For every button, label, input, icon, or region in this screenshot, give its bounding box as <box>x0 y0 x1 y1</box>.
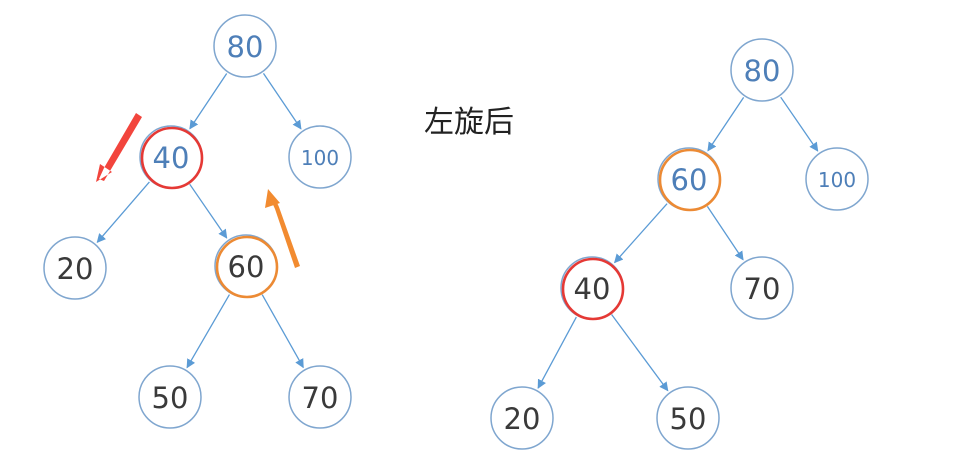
node-circle <box>288 125 352 189</box>
before-rotation-edge-80-100 <box>262 72 302 130</box>
after-rotation-node-20: 20 <box>490 386 554 450</box>
after-rotation-node-50: 50 <box>656 386 720 450</box>
before-rotation-edge-80-40 <box>189 73 228 130</box>
node-circle <box>656 386 720 450</box>
node-highlight-red <box>140 126 204 190</box>
node-label: 40 <box>153 141 190 175</box>
node-label: 80 <box>227 30 264 64</box>
node-circle <box>805 147 869 211</box>
after-rotation-node-70: 70 <box>730 256 794 320</box>
node-circle <box>138 365 202 429</box>
after-rotation-edge-40-50 <box>611 314 669 392</box>
after-rotation-edge-80-60 <box>707 97 745 152</box>
node-label: 50 <box>152 381 189 415</box>
node-highlight-orange <box>215 235 279 299</box>
orange-arrow <box>265 189 300 268</box>
node-label: 40 <box>574 272 611 306</box>
after-rotation-node-80: 80 <box>730 38 794 102</box>
node-label: 80 <box>744 54 781 88</box>
node-circle <box>288 365 352 429</box>
node-label: 70 <box>744 272 781 306</box>
node-label: 20 <box>504 402 541 436</box>
node-label: 50 <box>670 402 707 436</box>
before-rotation-edge-40-20 <box>96 181 150 243</box>
node-circle <box>490 386 554 450</box>
after-rotation-edge-40-20 <box>537 316 577 389</box>
node-highlight-red <box>561 257 625 321</box>
before-rotation-node-80: 80 <box>213 14 277 78</box>
after-rotation-node-60: 60 <box>657 147 722 212</box>
node-circle <box>213 14 277 78</box>
after-rotation-node-40: 40 <box>560 256 625 321</box>
before-rotation-node-50: 50 <box>138 365 202 429</box>
before-rotation-node-40: 40 <box>139 125 204 190</box>
node-label: 70 <box>302 381 339 415</box>
node-label: 100 <box>301 146 339 170</box>
red-arrow <box>96 113 142 182</box>
before-rotation-edge-40-60 <box>189 183 228 239</box>
before-rotation-edge-60-50 <box>186 294 231 369</box>
node-label: 20 <box>57 252 94 286</box>
node-label: 100 <box>818 168 856 192</box>
before-rotation-node-100: 100 <box>288 125 352 189</box>
before-rotation-node-20: 20 <box>43 236 107 300</box>
node-highlight-orange <box>658 148 722 212</box>
after-rotation-node-100: 100 <box>805 147 869 211</box>
before-rotation-node-60: 60 <box>214 234 279 299</box>
node-circle <box>730 38 794 102</box>
node-label: 60 <box>671 163 708 197</box>
node-circle <box>43 236 107 300</box>
after-rotation-edge-60-40 <box>613 203 668 264</box>
node-circle <box>730 256 794 320</box>
after-rotation-edge-80-100 <box>780 96 819 152</box>
node-label: 60 <box>228 250 265 284</box>
before-rotation-node-70: 70 <box>288 365 352 429</box>
rotation-caption: 左旋后 <box>424 105 514 140</box>
before-rotation-edge-60-70 <box>261 294 304 369</box>
after-rotation-edge-60-70 <box>706 206 744 261</box>
